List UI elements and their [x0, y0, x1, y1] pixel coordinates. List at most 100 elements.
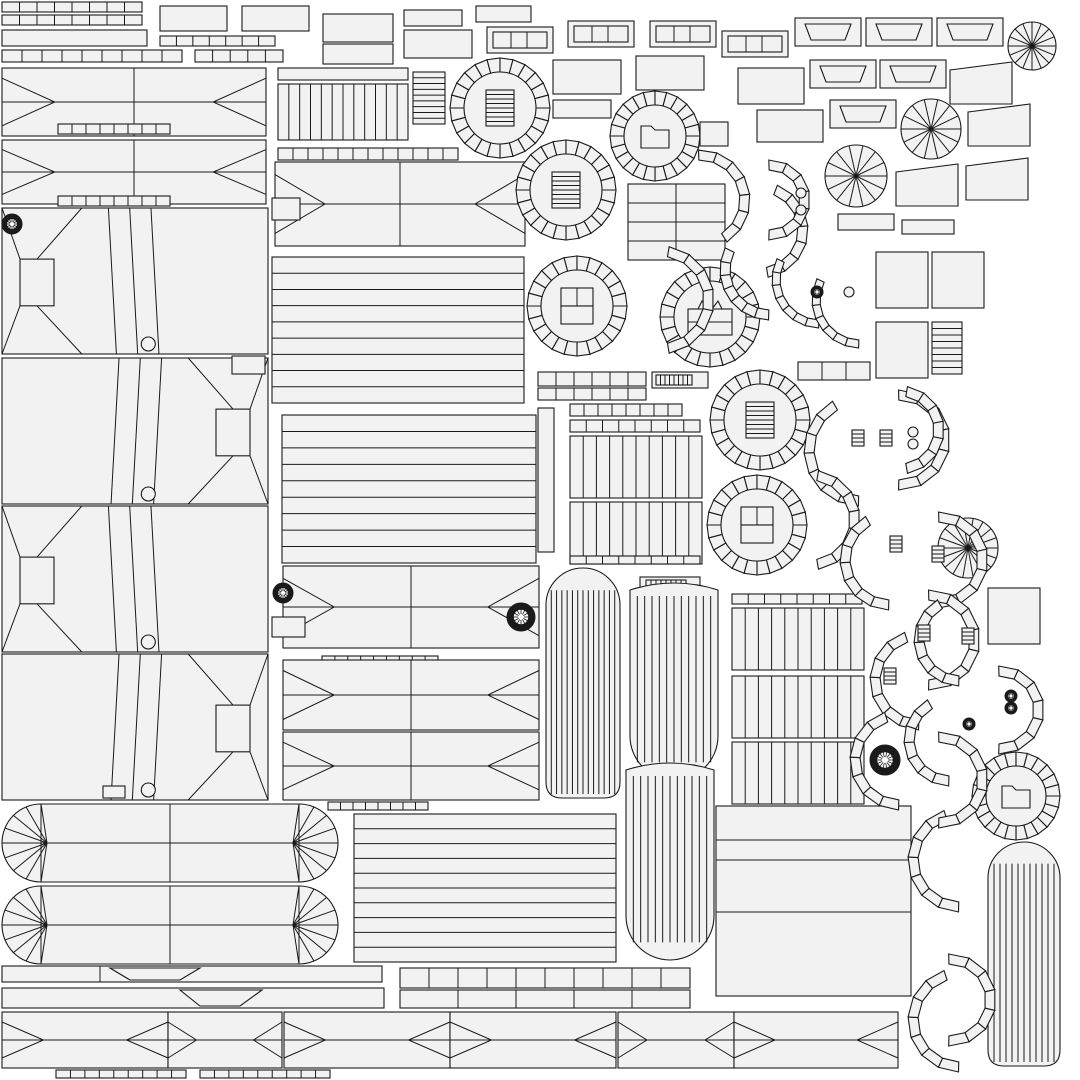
arch-strip-16	[998, 665, 1044, 755]
uv-edge	[211, 77, 267, 127]
trapezoid-block-4	[879, 59, 947, 89]
wheel-spoke	[1011, 705, 1014, 708]
uv-island-rect	[102, 785, 126, 799]
uv-edge	[40, 885, 48, 926]
uv-edge	[40, 924, 48, 965]
uv-edge	[187, 653, 234, 706]
uv-island-rect	[809, 59, 877, 89]
uv-island-rect	[281, 414, 537, 564]
ring-segment	[771, 271, 782, 287]
wheel-spoke	[855, 175, 864, 207]
uv-edge	[292, 815, 327, 844]
wheel-spoke	[514, 618, 519, 622]
wheel-spoke	[7, 220, 11, 224]
tower-top-6	[709, 369, 811, 471]
uv-edge	[36, 305, 83, 355]
uv-edge	[282, 670, 336, 720]
spoked-wheel-top	[1007, 21, 1057, 71]
wheel-spoke	[12, 219, 16, 223]
block-h	[901, 219, 955, 235]
block-a	[552, 59, 622, 95]
top-block-e	[403, 9, 463, 27]
wall-panel-3	[353, 813, 617, 963]
uv-edge	[292, 924, 300, 965]
uv-edge	[292, 924, 315, 962]
trapezoid-block-3	[809, 59, 877, 89]
uv-edge	[292, 842, 336, 859]
wheel-spoke	[879, 762, 884, 767]
uv-edge	[129, 207, 139, 355]
column-island-2	[629, 582, 719, 781]
slanted-panel-3	[965, 157, 1029, 201]
wheel-spoke	[887, 760, 893, 764]
wheel-spoke	[877, 760, 883, 764]
wheel-spoke	[827, 175, 857, 190]
uv-island-poly	[965, 157, 1029, 201]
panel-c	[875, 321, 929, 379]
uv-edge	[187, 751, 234, 801]
wheel-spoke	[885, 762, 888, 769]
uv-edge	[153, 653, 163, 801]
uv-island-rect	[699, 121, 729, 147]
railing-panel-4	[731, 675, 865, 739]
uv-edge	[249, 653, 269, 706]
mini-ring-icon-0	[795, 187, 807, 199]
tower-top-8-center	[985, 765, 1047, 827]
spoked-wheel-left	[824, 144, 888, 208]
wheel-spoke	[886, 762, 891, 767]
railing-panel-2	[569, 501, 703, 565]
wheel-spoke	[1014, 28, 1033, 47]
arch-strip-6	[666, 246, 714, 354]
uv-edge	[110, 357, 120, 505]
tower-top-2-center	[529, 153, 603, 227]
wheel-spoke	[836, 151, 857, 177]
ring-segment	[771, 257, 785, 274]
top-strip-5	[194, 49, 284, 63]
bottom-roof-1	[167, 1011, 283, 1069]
small-tag-2	[102, 785, 126, 799]
railing-row-1	[537, 371, 647, 387]
pillar-strip	[537, 407, 555, 553]
small-row-right	[797, 361, 871, 381]
wheel-spoke	[903, 115, 932, 130]
wheel-spoke	[930, 128, 951, 153]
mini-dark-wheel-2	[1004, 689, 1018, 703]
tower-top-2	[515, 139, 617, 241]
uv-island-rect	[215, 408, 251, 457]
uv-island-rect	[1, 653, 269, 801]
ring-segment	[984, 988, 996, 1012]
wheel-spoke	[12, 225, 16, 229]
uv-island-rect	[322, 43, 394, 65]
ring-segment	[938, 813, 961, 829]
railing-panel-5	[731, 741, 865, 805]
ring-segment	[948, 1032, 970, 1047]
uv-island-rect	[19, 258, 55, 307]
roof-strip-e	[282, 659, 540, 731]
wheel-spoke	[522, 610, 526, 615]
wheel-spoke	[930, 105, 951, 130]
wheel-spoke	[516, 619, 520, 624]
top-block-d	[322, 43, 394, 65]
mini-ring-icon-3	[907, 426, 919, 438]
roof-strip-b-trim	[57, 195, 171, 207]
mini-dark-wheel-0	[810, 285, 824, 299]
uv-island-poly	[967, 103, 1031, 147]
wheel-spoke	[855, 145, 864, 177]
uv-edge	[282, 741, 336, 791]
ring-segment	[815, 400, 839, 422]
ring-segment	[849, 756, 863, 778]
uv-island-rect	[159, 35, 276, 47]
top-bar	[1, 29, 148, 47]
bottom-roof-4	[617, 1011, 735, 1069]
uv-island-rect	[875, 251, 929, 309]
uv-island-rect	[492, 31, 548, 49]
railing-row-6	[731, 593, 863, 605]
wheel-spoke	[885, 751, 888, 758]
uv-island-rect	[797, 361, 871, 381]
roof-panel-1	[1, 207, 269, 355]
uv-island-rect	[55, 1069, 187, 1079]
bottom-strip-a	[1, 965, 383, 983]
wheel-spoke	[855, 162, 885, 177]
round-vent-icon	[140, 486, 156, 502]
uv-edge	[36, 603, 83, 653]
